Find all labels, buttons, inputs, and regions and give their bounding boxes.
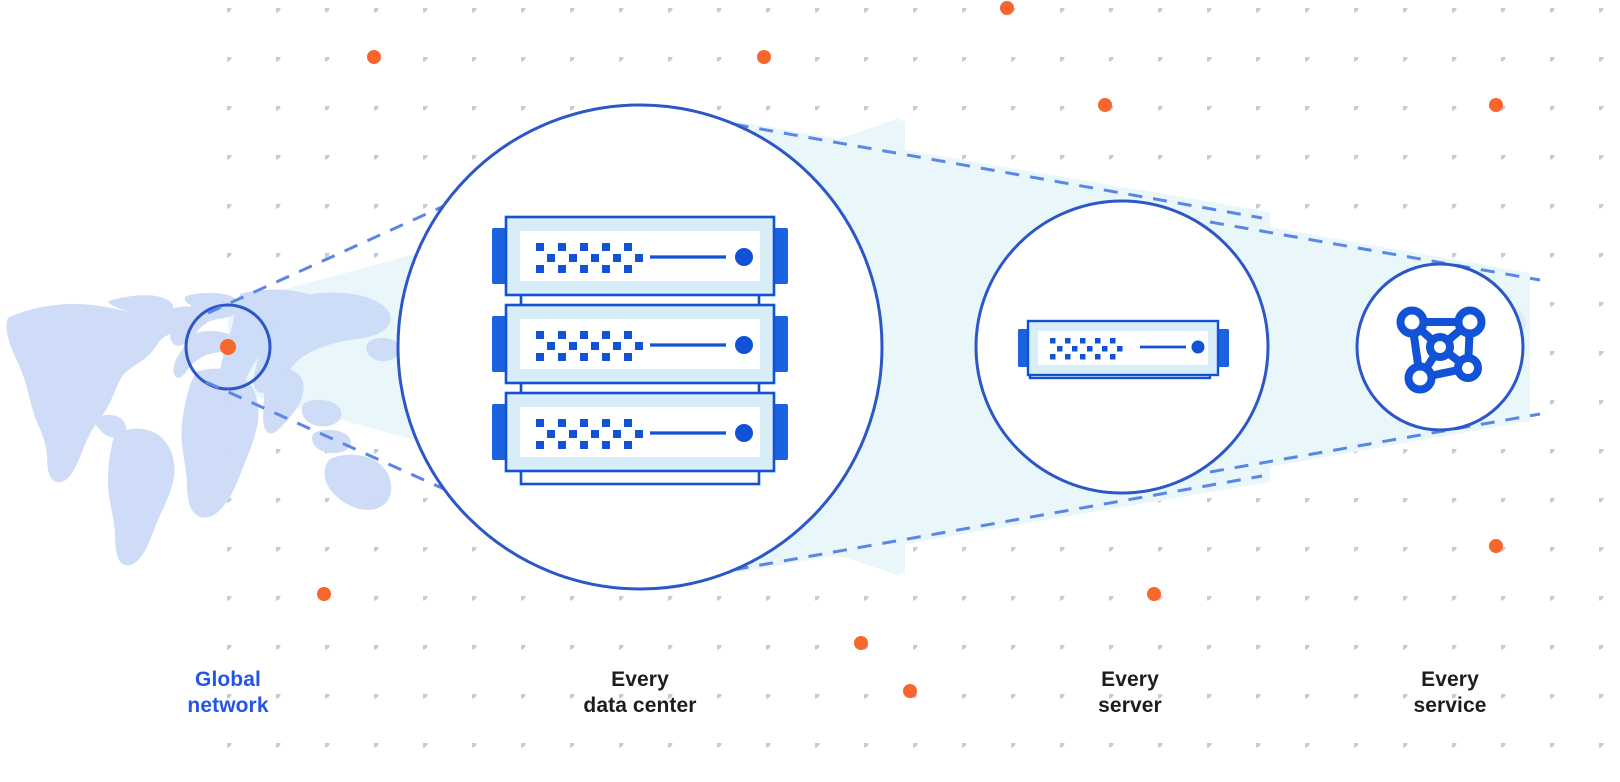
rack-unit-3 [492,391,788,473]
dash-top-2 [709,118,1263,220]
status-indicator [735,336,753,354]
dash-bottom-3 [1209,412,1541,474]
data-center-node [396,103,884,591]
dash-top-3 [1209,220,1541,282]
led-matrix [536,419,643,449]
status-indicator [735,248,753,266]
led-matrix [536,331,643,361]
rack-unit-1 [492,215,788,297]
dash-bottom-2 [709,474,1263,576]
global-network-marker [220,339,236,355]
server-rack-icon [492,215,788,486]
accent-dots [317,1,1503,698]
status-indicator [1191,340,1205,354]
status-indicator [735,424,753,442]
network-mesh-nodes [1396,306,1486,394]
rack-unit-2 [492,303,788,385]
led-matrix [1050,338,1123,360]
server-unit-icon [1018,319,1229,380]
server-node [974,199,1270,495]
global-network-highlight [184,303,272,391]
service-node [1355,262,1525,432]
led-matrix [536,243,643,273]
dash-bottom-1 [205,380,661,588]
